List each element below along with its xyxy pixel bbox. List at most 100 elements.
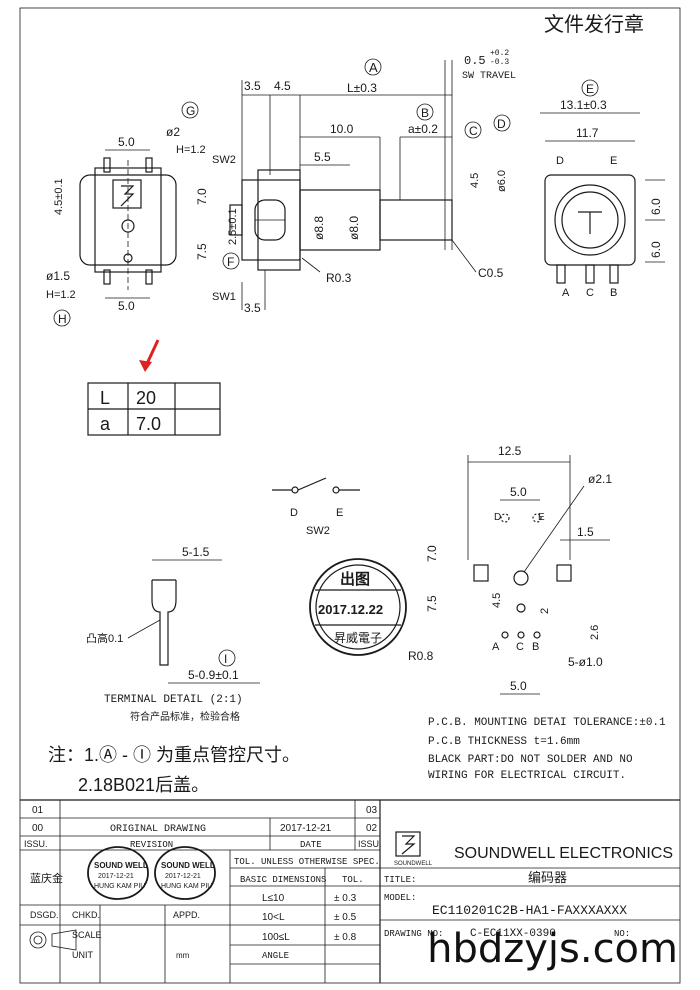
pcb-2-6: 2.6 xyxy=(589,625,601,640)
dim-sw-tol-up: +0.2 xyxy=(490,49,509,58)
tb-basic-dims: BASIC DIMENSIONS xyxy=(240,875,326,885)
pcb-hole-dia: ø2.1 xyxy=(588,472,612,486)
pcb-2: 2 xyxy=(539,608,551,614)
tb-title-label: TITLE: xyxy=(384,875,416,885)
tb-title-val: 编码器 xyxy=(528,870,567,885)
switch-label-D: D xyxy=(290,507,298,519)
pcb-layout: 12.5 ø2.1 5.0 1.5 7.0 7.5 4.5 2 2.6 R0.8… xyxy=(408,444,612,695)
stamp2-name: HUNG KAM PIU xyxy=(161,883,212,890)
dim-2-5: 2.5±0.1 xyxy=(227,208,239,245)
dim-5-5: 5.5 xyxy=(314,150,331,164)
stamp-company: 昇威電子 xyxy=(334,631,382,645)
terminal-convex: 凸高0.1 xyxy=(86,631,123,645)
note-line-2: 2.18B021后盖。 xyxy=(78,775,210,795)
drawing-frame xyxy=(19,7,681,984)
terminal-detail: 5-1.5 凸高0.1 I 5-0.9±0.1 TERMINAL DETAIL … xyxy=(86,545,260,723)
dim-7-5: 7.5 xyxy=(195,243,209,260)
dim-F-circle: F xyxy=(227,255,234,269)
dim-E-circle: E xyxy=(586,82,594,96)
pcb-7-5: 7.5 xyxy=(425,595,439,612)
table-label-a: a xyxy=(100,414,111,434)
terminal-pitch: 5-0.9±0.1 xyxy=(188,668,239,682)
stamp1-date: 2017-12-21 xyxy=(98,873,134,880)
stamp-title: 出图 xyxy=(340,570,370,588)
tb-unit-val: mm xyxy=(176,951,190,960)
dim-6-0-b: 6.0 xyxy=(649,241,663,258)
tb-designer: 蓝庆金 xyxy=(30,871,63,885)
table-value-L: 20 xyxy=(136,388,156,408)
end-pin-E: E xyxy=(610,155,617,167)
dim-g-4-5: 4.5±0.1 xyxy=(53,178,65,215)
dim-sw-travel: SW TRAVEL xyxy=(462,71,516,82)
stamp2-company: SOUND WELL xyxy=(161,861,215,870)
terminal-width: 5-1.5 xyxy=(182,545,210,559)
pcb-7-0: 7.0 xyxy=(425,545,439,562)
pcb-5-0-bot: 5.0 xyxy=(510,679,527,693)
dim-c45: 4.5 xyxy=(469,173,481,188)
tb-drawing-label: DRAWING NO: xyxy=(384,929,443,939)
soundwell-logo-icon xyxy=(395,831,421,857)
la-table: L 20 a 7.0 xyxy=(87,339,221,436)
dim-B-circle: B xyxy=(421,106,429,120)
dim-L: L±0.3 xyxy=(347,81,377,95)
dim-g-5-0: 5.0 xyxy=(118,135,135,149)
front-view: G ø2 H=1.2 5.0 4.5±0.1 ø1.5 H=1.2 5.0 H xyxy=(46,101,206,327)
dim-C-circle: C xyxy=(469,124,478,138)
dim-I-circle: I xyxy=(224,652,227,666)
pcb-5-0-top: 5.0 xyxy=(510,485,527,499)
dim-11-7: 11.7 xyxy=(576,126,599,140)
release-stamp: 出图 2017.12.22 昇威電子 xyxy=(309,558,407,656)
tb-unit: UNIT xyxy=(72,950,93,960)
tb-logo-sub: SOUNDWELL xyxy=(394,861,433,867)
dim-4-5: 4.5 xyxy=(274,79,291,93)
terminal-title: TERMINAL DETAIL (2:1) xyxy=(104,694,243,706)
dim-g-dia: ø2 xyxy=(166,125,180,139)
dim-H-circle: H xyxy=(58,312,67,326)
tb-issu2: ISSU. xyxy=(358,839,382,849)
note-line-1: 注：1.Ⓐ - Ⓘ 为重点管控尺寸。 xyxy=(48,745,301,765)
pcb-note-1: P.C.B. MOUNTING DETAI TOLERANCE:±0.1 xyxy=(428,717,666,729)
dim-a: a±0.2 xyxy=(408,122,438,136)
stamp-date: 2017.12.22 xyxy=(318,602,383,617)
tb-issu: ISSU. xyxy=(24,839,48,849)
dim-3-5: 3.5 xyxy=(244,79,261,93)
notes: 注：1.Ⓐ - Ⓘ 为重点管控尺寸。 2.18B021后盖。 xyxy=(48,740,300,800)
pcb-notes: P.C.B. MOUNTING DETAI TOLERANCE:±0.1 P.C… xyxy=(428,717,666,782)
pcb-pin-C: C xyxy=(516,641,524,653)
tb-scale: SCALE xyxy=(72,930,102,940)
watermark: hbdzyjs.com xyxy=(427,926,678,972)
tb-model-val: EC110201C2B-HA1-FAXXXAXXX xyxy=(432,903,627,918)
switch-label-SW2: SW2 xyxy=(306,525,330,537)
pcb-12-5: 12.5 xyxy=(498,444,522,458)
projection-icon xyxy=(29,931,47,949)
side-view: A L±0.3 0.5 +0.2 -0.3 SW TRAVEL 3.5 4.5 … xyxy=(195,49,516,315)
stamp2-date: 2017-12-21 xyxy=(165,873,201,880)
tb-rev1: 01 xyxy=(32,805,44,816)
tb-r2t: ± 0.5 xyxy=(334,912,357,923)
dim-6-0-a: 6.0 xyxy=(649,198,663,215)
dim-h-dia: ø1.5 xyxy=(46,269,70,283)
tb-r3t: ± 0.8 xyxy=(334,932,357,943)
end-view: E 13.1±0.3 11.7 D E A C B 6.0 6.0 xyxy=(540,79,665,299)
dim-D-circle: D xyxy=(497,117,506,131)
label-sw2: SW2 xyxy=(212,154,236,166)
end-pin-B: B xyxy=(610,287,617,299)
tb-r3: 100≤L xyxy=(262,932,290,943)
tb-company: SOUNDWELL ELECTRONICS xyxy=(454,845,673,862)
tb-model-label: MODEL: xyxy=(384,893,416,903)
dim-7-0: 7.0 xyxy=(195,188,209,205)
tb-angle: ANGLE xyxy=(262,951,289,961)
table-label-L: L xyxy=(100,388,110,408)
dim-10: 10.0 xyxy=(330,122,354,136)
terminal-sub: 符合产品标准，检验合格 xyxy=(130,710,240,723)
switch-label-E: E xyxy=(336,507,343,519)
dim-G-circle: G xyxy=(186,104,195,118)
tb-drawing-val: C-EC11XX-0390 xyxy=(470,928,556,940)
tb-tol: TOL. xyxy=(342,875,364,885)
pcb-pin-D: D xyxy=(494,512,501,523)
tb-revision: REVISION xyxy=(130,840,173,850)
tb-02: 02 xyxy=(366,823,378,834)
dim-R0-3: R0.3 xyxy=(326,271,352,285)
pcb-4-5: 4.5 xyxy=(491,593,503,608)
tb-r1: L≤10 xyxy=(262,893,285,904)
